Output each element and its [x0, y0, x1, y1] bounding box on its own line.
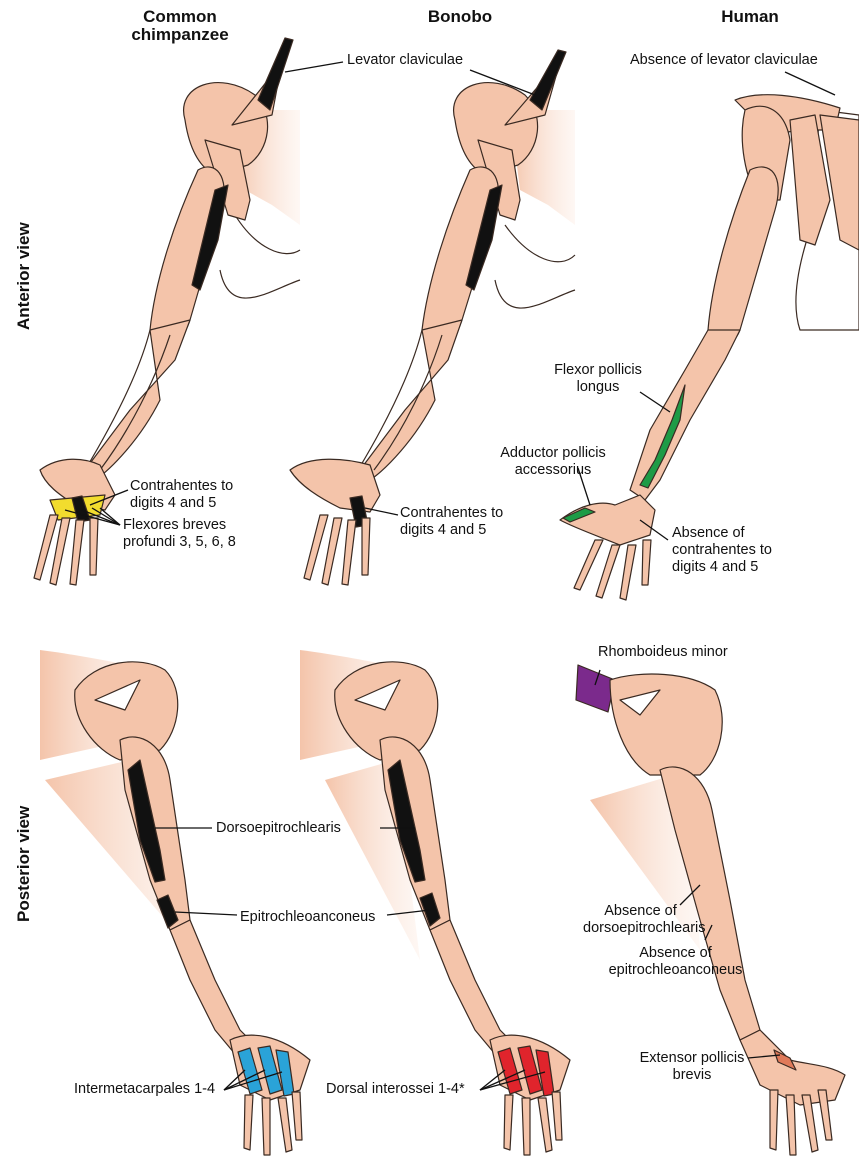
label-intermetacarpales: Intermetacarpales 1-4 [74, 1081, 215, 1098]
rhomboideus-minor-purple [576, 665, 615, 712]
row-title-posterior: Posterior view [14, 806, 34, 922]
chimp-posterior-arm [40, 650, 310, 1155]
label-extensor-pollicis-brevis: Extensor pollicis brevis [638, 1050, 746, 1084]
label-dorsoepitrochlearis: Dorsoepitrochlearis [216, 820, 341, 837]
label-adductor-pollicis-accessorius: Adductor pollicis accessorius [493, 445, 613, 479]
column-title-human: Human [690, 8, 810, 26]
label-contrahentes-chimp: Contrahentes to digits 4 and 5 [130, 478, 233, 512]
label-epitrochleoanconeus: Epitrochleoanconeus [240, 909, 375, 926]
bonobo-posterior-arm [300, 650, 570, 1155]
label-contrahentes-bonobo: Contrahentes to digits 4 and 5 [400, 505, 503, 539]
label-absence-dorsoepitrochlearis: Absence of dorsoepitrochlearis [583, 903, 698, 937]
label-absence-contrahentes: Absence of contrahentes to digits 4 and … [672, 525, 772, 576]
label-flexores-breves: Flexores breves profundi 3, 5, 6, 8 [123, 517, 236, 551]
column-title-chimp: Common chimpanzee [120, 8, 240, 44]
label-flexor-pollicis-longus: Flexor pollicis longus [543, 362, 653, 396]
label-absence-levator-claviculae: Absence of levator claviculae [630, 52, 818, 69]
column-title-bonobo: Bonobo [400, 8, 520, 26]
label-levator-claviculae: Levator claviculae [347, 52, 463, 69]
label-rhomboideus-minor: Rhomboideus minor [598, 644, 728, 661]
label-absence-epitrochleoanconeus: Absence of epitrochleoanconeus [608, 945, 743, 979]
label-dorsal-interossei: Dorsal interossei 1-4* [326, 1081, 465, 1098]
row-title-anterior: Anterior view [14, 222, 34, 330]
